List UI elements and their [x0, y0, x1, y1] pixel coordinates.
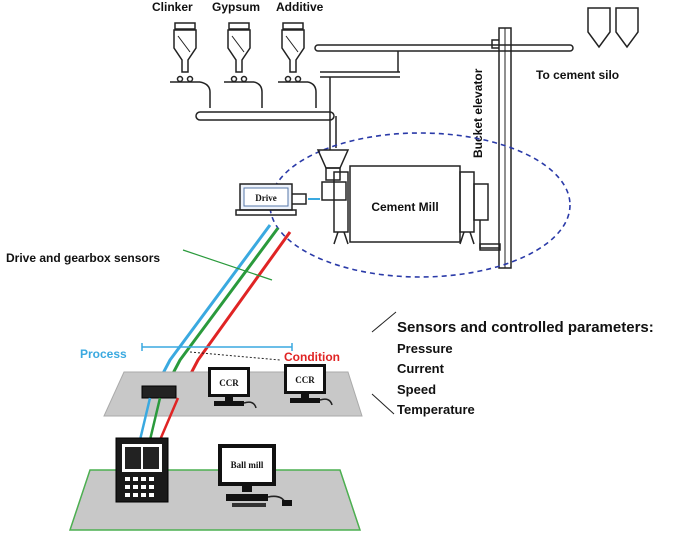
collector-belt — [195, 111, 335, 121]
return-conveyor — [314, 44, 574, 150]
sensor-callout-line — [182, 249, 273, 281]
gypsum-hopper — [227, 22, 251, 83]
ball-mill-monitor: Ball mill — [218, 444, 292, 507]
additive-hopper — [281, 22, 305, 83]
ccr-left-label: CCR — [219, 378, 239, 388]
mill-boundary-ellipse — [269, 132, 571, 278]
additive-label: Additive — [276, 0, 324, 14]
parameter-speed: Speed — [397, 382, 436, 397]
feed-hoppers: Clinker Gypsum Additive — [152, 0, 337, 148]
ccr-monitor-right: CCR — [284, 364, 333, 406]
parameter-temperature: Temperature — [397, 402, 475, 417]
drive-label: Drive — [255, 193, 277, 203]
ccr-right-label: CCR — [295, 375, 315, 385]
controller-box — [141, 385, 177, 399]
parameter-current: Current — [397, 361, 445, 376]
process-condition-bar: Process Condition — [80, 343, 340, 364]
bucket-elevator-label: Bucket elevator — [471, 68, 485, 158]
mill-area: Drive Cement Mill — [235, 132, 571, 278]
cement-mill: Cement Mill — [333, 165, 489, 245]
cement-mill-label: Cement Mill — [371, 200, 438, 214]
control-room-platform: CCR CCR — [103, 364, 363, 417]
parameters-panel: Sensors and controlled parameters: Press… — [371, 311, 654, 417]
parameters-title: Sensors and controlled parameters: — [397, 319, 654, 336]
condition-label: Condition — [284, 350, 340, 364]
parameter-pressure: Pressure — [397, 341, 453, 356]
drive-gearbox-sensors-label: Drive and gearbox sensors — [6, 251, 160, 265]
ball-mill-label: Ball mill — [231, 460, 264, 470]
ball-mill-floor: Ball mill — [68, 437, 362, 531]
clinker-label: Clinker — [152, 0, 193, 14]
ccr-monitor-left: CCR — [208, 367, 257, 409]
to-cement-silo-label: To cement silo — [536, 68, 619, 82]
cement-silos: To cement silo — [536, 7, 639, 82]
bucket-elevator: Bucket elevator — [471, 27, 512, 269]
process-label: Process — [80, 347, 127, 361]
clinker-hopper — [173, 22, 197, 83]
control-cabinet — [115, 437, 169, 503]
gypsum-label: Gypsum — [212, 0, 260, 14]
drive-motor: Drive — [235, 183, 320, 216]
